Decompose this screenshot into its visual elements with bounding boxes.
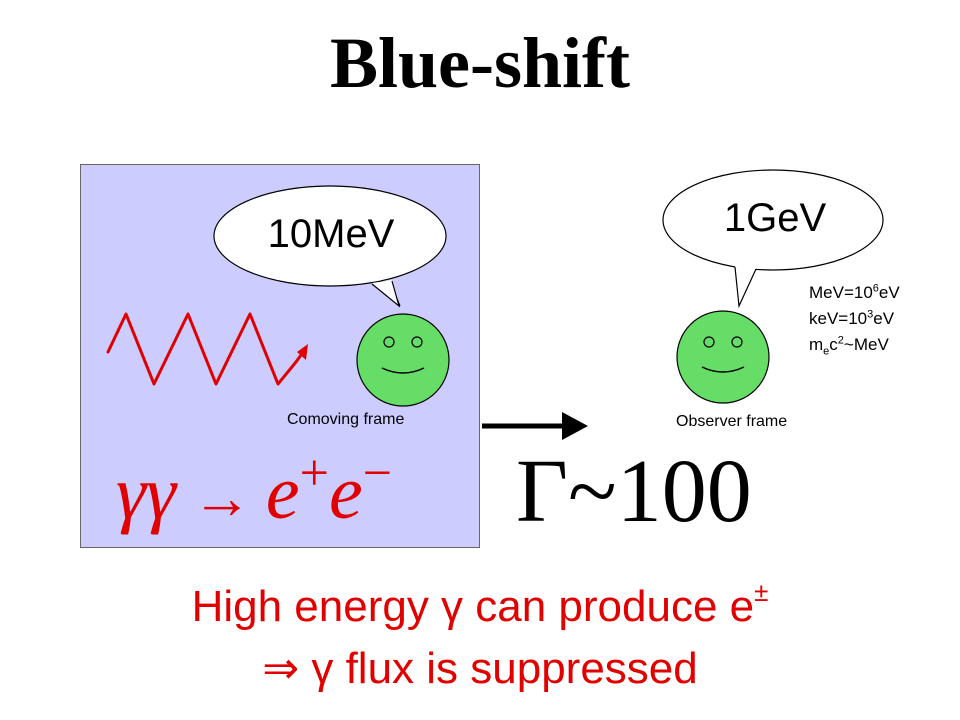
positron: e [265,451,300,535]
lorentz-factor: Γ~100 [516,442,752,541]
observer-frame-label: Observer frame [676,413,788,430]
observer-energy-label: 1GeV [723,196,827,240]
electron: e [328,451,363,535]
comoving-speech-bubble [213,185,447,308]
photon-wave [106,312,308,386]
gamma-gamma: γγ [116,451,176,535]
kev-definition: keV=103eV [809,308,895,328]
comoving-frame-label: Comoving frame [287,411,405,428]
comoving-energy-label: 10MeV [267,212,395,256]
conclusion-line-1: High energy γ can produce e± [191,577,769,631]
mev-definition: MeV=106eV [809,282,900,302]
plus-sign: + [299,445,329,502]
reaction-arrow: → [191,465,252,531]
minus-sign: − [362,445,393,502]
slide-title: Blue-shift [329,23,631,103]
boost-arrow [482,412,588,440]
observer-smiley-face [676,310,770,404]
comoving-smiley-face [356,313,450,407]
conclusion-line-2: ⇒ γ flux is suppressed [262,644,698,693]
pair-production-equation: γγ→e+e− [116,448,456,536]
electron-mass-definition: mec2~MeV [809,334,889,358]
observer-speech-bubble [662,169,884,309]
unit-definitions: MeV=106eV keV=103eV mec2~MeV [809,280,900,358]
